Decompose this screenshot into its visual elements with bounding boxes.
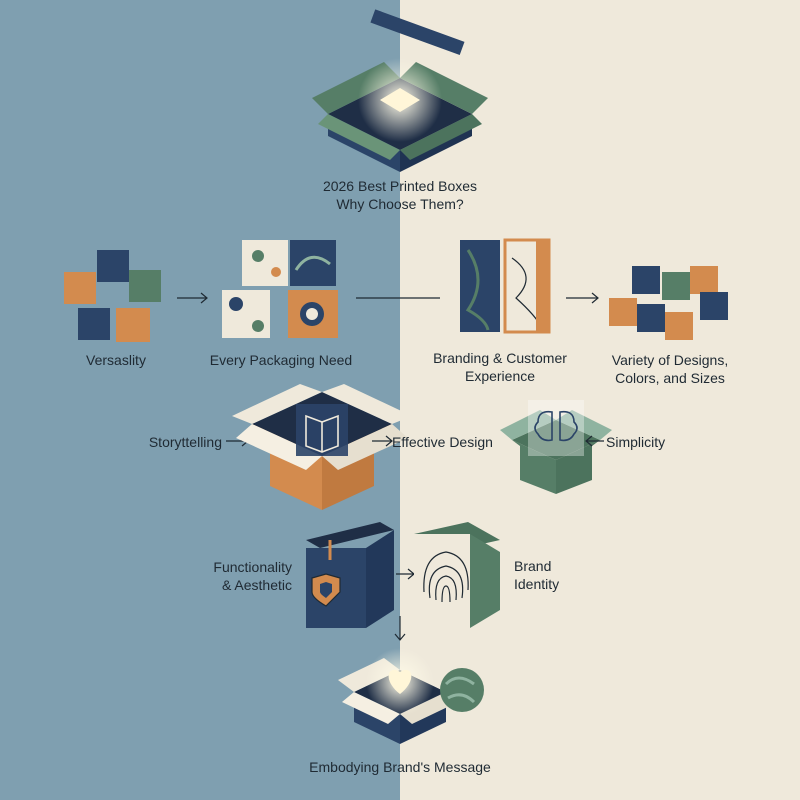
arrow-icon (566, 292, 599, 304)
label-versatility: Versaslity (86, 352, 146, 368)
arrow-icon (177, 292, 208, 304)
label-brand-message: Embodying Brand's Message (309, 759, 491, 775)
arrow-icon (372, 435, 393, 447)
label-brand-identity-line-2: Identity (514, 576, 560, 592)
label-variety-line-2: Colors, and Sizes (615, 370, 725, 386)
label-simplicity: Simplicity (606, 434, 666, 450)
functionality-box (306, 522, 394, 628)
heart-icon (388, 669, 412, 694)
fingerprint-icon (423, 551, 469, 603)
arrow-icon (394, 616, 406, 641)
label-branding-line-1: Branding & Customer (433, 350, 567, 366)
patterned-sphere (440, 668, 484, 712)
title-line-2: Why Choose Them? (336, 196, 464, 212)
arrow-icon (585, 435, 604, 447)
brand-identity-box (414, 522, 500, 628)
brain-icon (534, 410, 578, 442)
branding-boxes (460, 238, 551, 334)
label-branding-line-2: Experience (464, 368, 536, 384)
label-effective-design: Effective Design (392, 434, 493, 450)
arrow-icon (396, 568, 415, 580)
label-variety-line-1: Variety of Designs, (611, 352, 729, 368)
label-functionality-line-1: Functionality (213, 559, 292, 575)
shield-icon (311, 573, 341, 607)
variety-cubes (609, 266, 728, 340)
book-icon (305, 414, 339, 453)
patterned-cubes (222, 240, 338, 338)
brand-message-box (338, 648, 462, 744)
label-every-packaging-need: Every Packaging Need (209, 352, 353, 368)
simplicity-box (500, 400, 612, 494)
open-box-icon (312, 9, 488, 172)
label-storytelling: Storyttelling (148, 434, 222, 450)
label-brand-identity-line-1: Brand (514, 558, 552, 574)
versatility-cubes (64, 250, 161, 342)
label-functionality-line-2: & Aesthetic (221, 577, 292, 593)
title-line-1: 2026 Best Printed Boxes (322, 178, 478, 194)
